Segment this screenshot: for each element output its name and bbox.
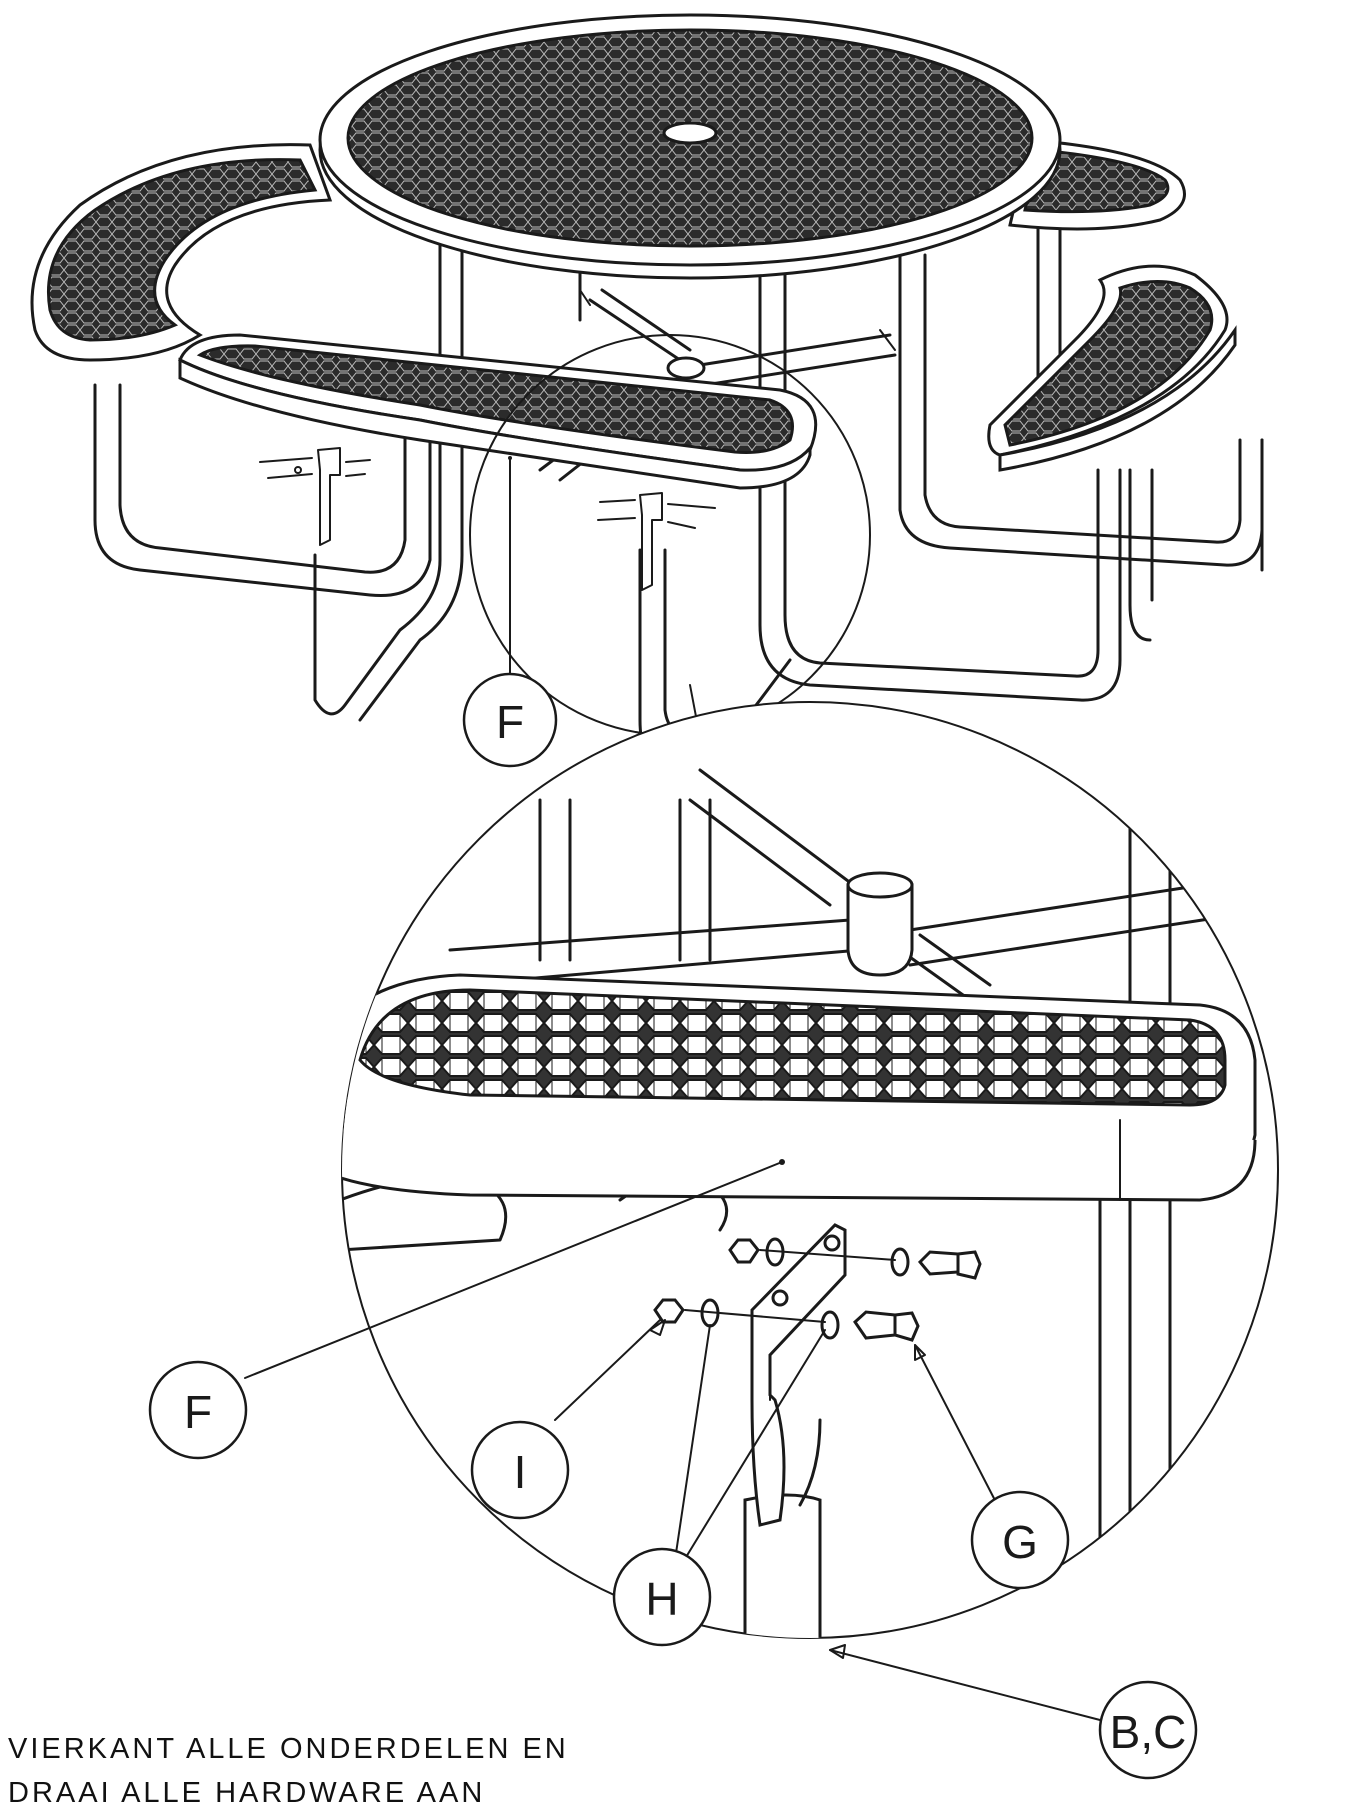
callout-bc: B,C xyxy=(1098,1680,1198,1780)
bench-left-back xyxy=(30,143,333,362)
bench-right-front xyxy=(987,264,1237,472)
svg-text:F: F xyxy=(496,696,524,748)
bench-front xyxy=(178,333,818,490)
overview-bracket-right xyxy=(597,492,716,591)
instruction-line-2: DRAAI ALLE HARDWARE AAN xyxy=(8,1777,486,1809)
svg-text:H: H xyxy=(645,1573,678,1625)
detail-view xyxy=(341,701,1279,1639)
table-frame xyxy=(93,223,1264,762)
svg-text:F: F xyxy=(184,1386,212,1438)
svg-text:I: I xyxy=(514,1446,527,1498)
callout-f-detail: F xyxy=(148,1360,248,1460)
callout-g: G xyxy=(970,1490,1070,1590)
table-overview xyxy=(30,13,1264,791)
table-top xyxy=(318,13,1062,280)
instruction-line-1: VIERKANT ALLE ONDERDELEN EN xyxy=(8,1733,569,1765)
callout-f-top: F xyxy=(462,672,558,768)
hardware-upper xyxy=(728,1237,982,1280)
svg-text:B,C: B,C xyxy=(1110,1706,1187,1758)
overview-bracket-left xyxy=(259,447,371,546)
callout-i: I xyxy=(470,1420,570,1520)
umbrella-hole xyxy=(662,121,718,145)
callout-h: H xyxy=(612,1547,712,1647)
hardware-lower xyxy=(653,1298,920,1342)
leader-lines xyxy=(244,457,1101,1721)
svg-text:G: G xyxy=(1002,1516,1038,1568)
